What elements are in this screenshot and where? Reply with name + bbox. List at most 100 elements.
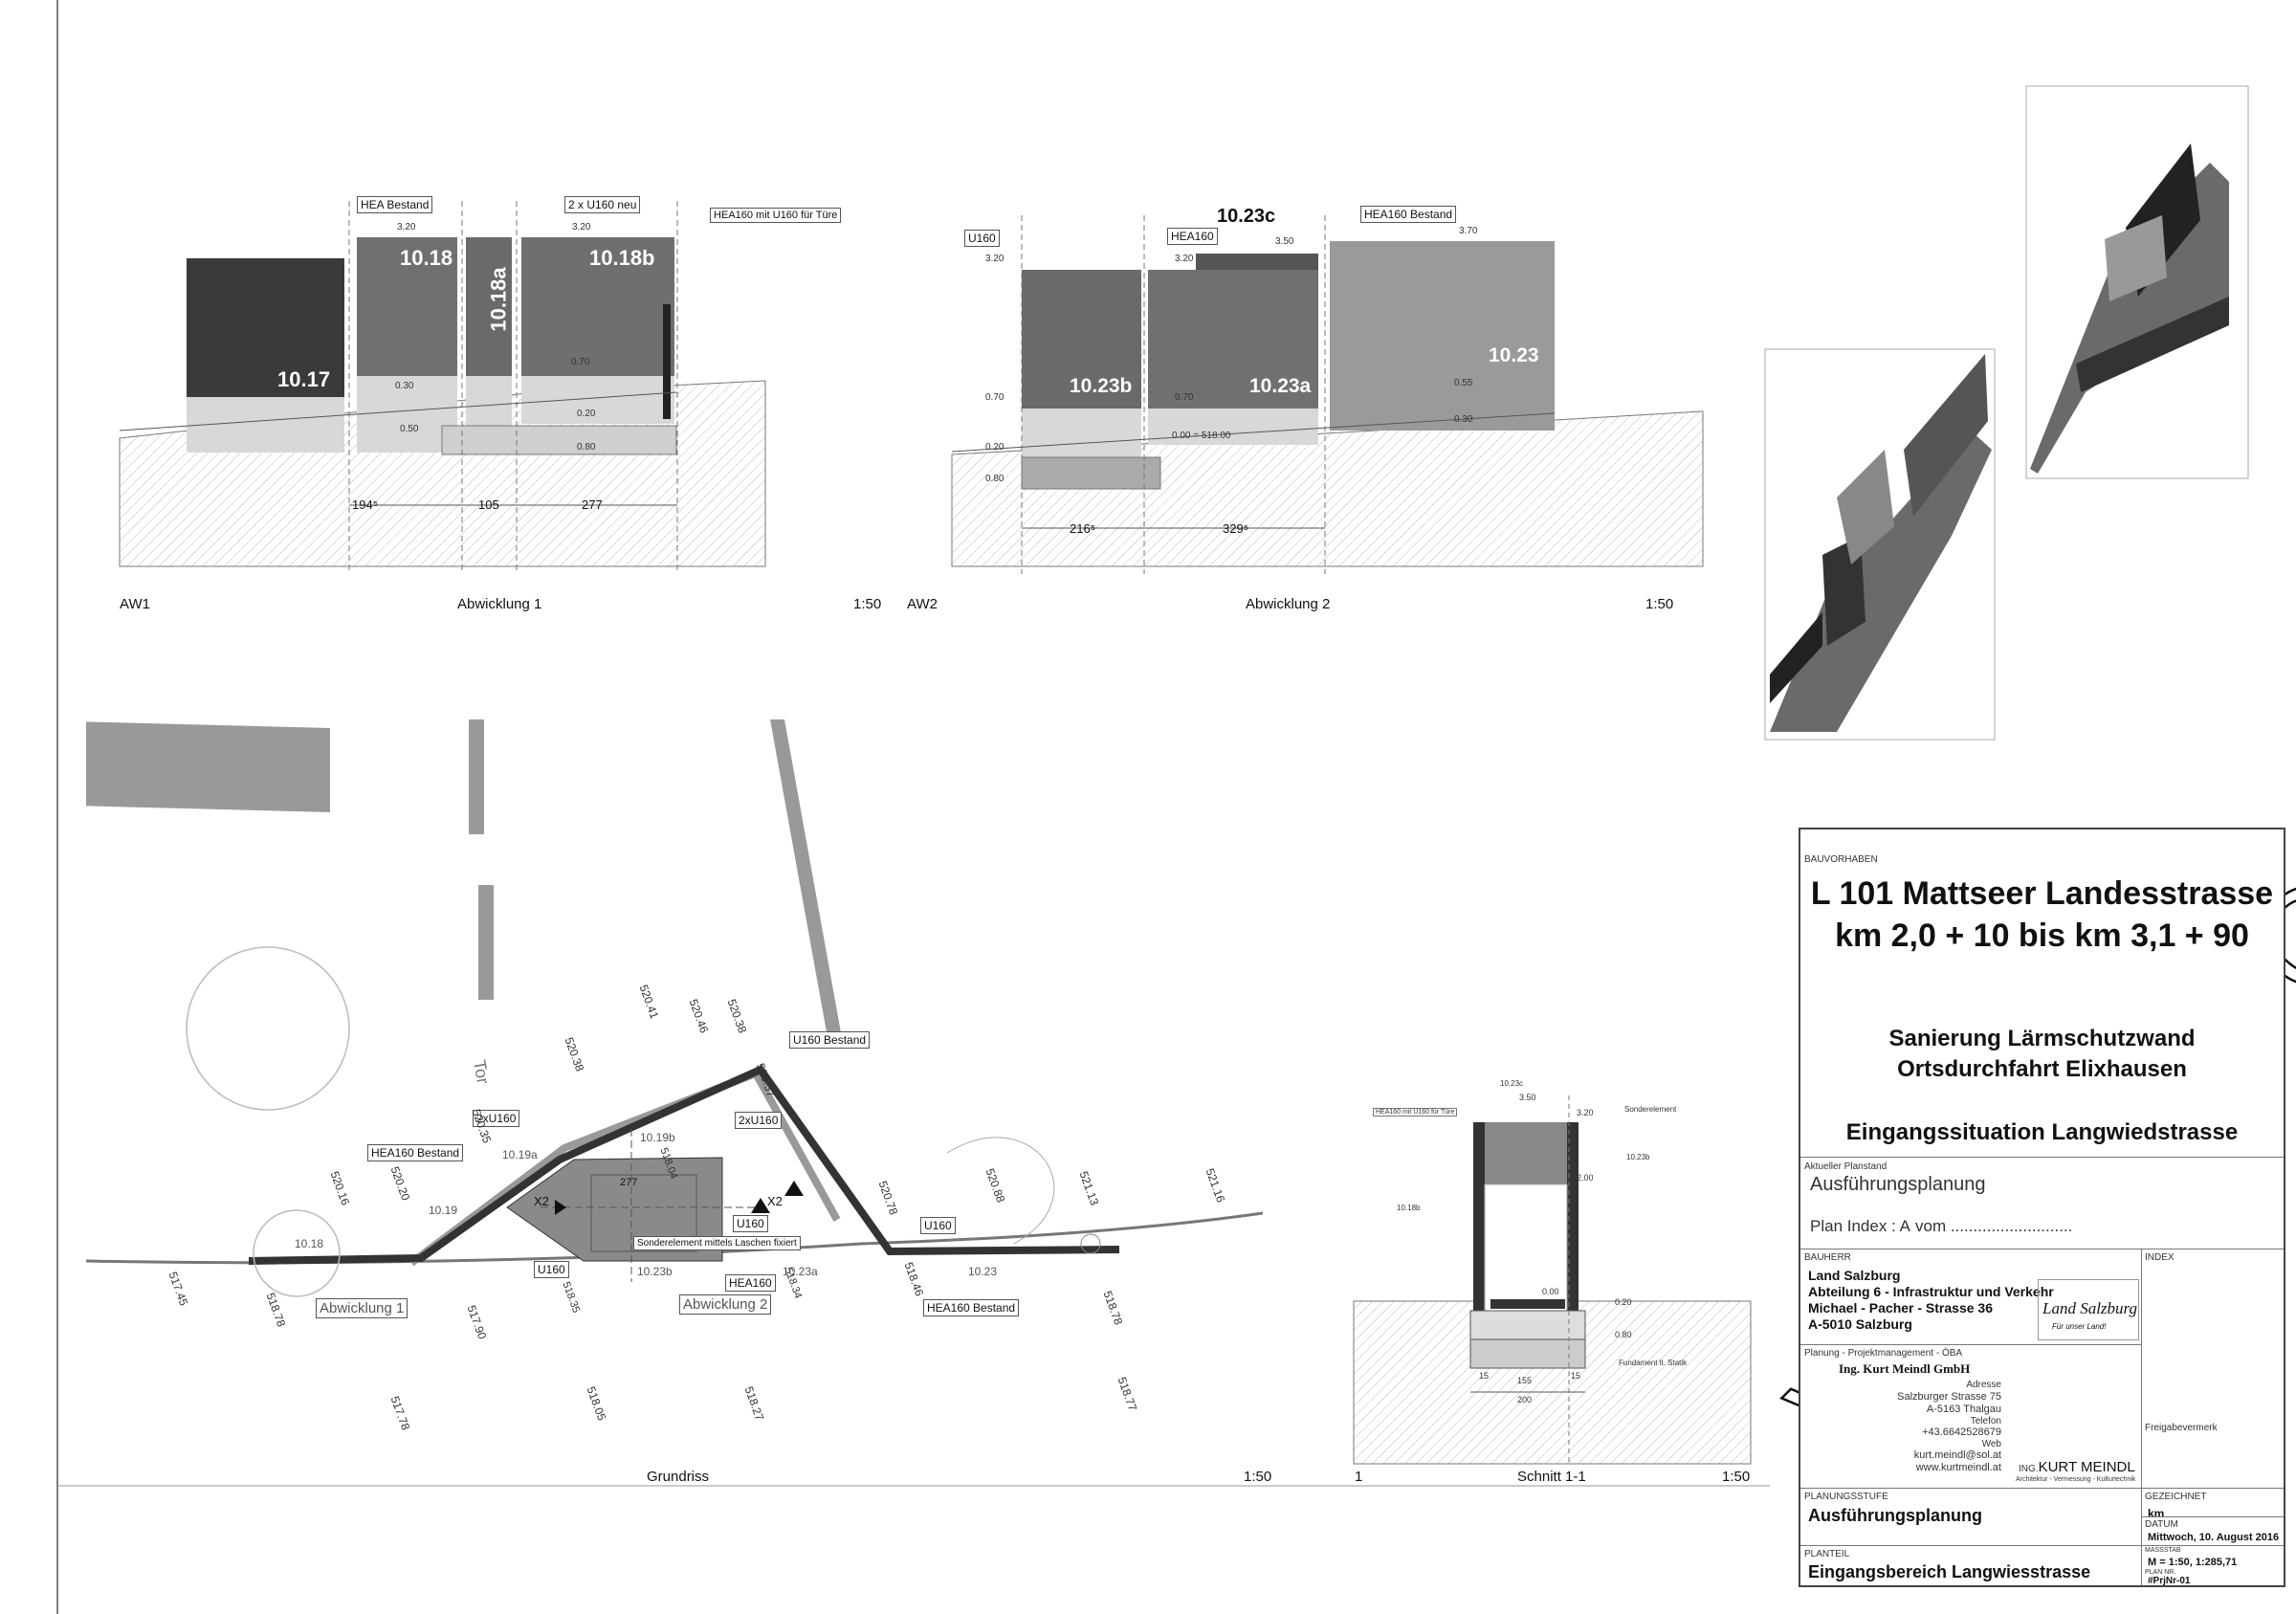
plan-abwicklung-2: Abwicklung 2 xyxy=(679,1294,772,1315)
aw1-drawing xyxy=(119,201,766,574)
aw1-elev-4: 0.70 xyxy=(571,357,590,367)
label-10-23b: 10.23b xyxy=(1070,375,1133,397)
tb-planstand-caption: Aktueller Planstand xyxy=(1804,1161,1888,1172)
tb-office-4: A-5163 Thalgau xyxy=(1926,1404,2001,1415)
tb-bauvorhaben-caption: BAUVORHABEN xyxy=(1804,854,1878,865)
plan-10-19: 10.19 xyxy=(429,1204,458,1217)
kurtmeindl-logo-text: ING.KURT MEINDL xyxy=(2019,1459,2135,1475)
aw2-elev-2: 3.20 xyxy=(1175,254,1194,264)
aw1-elev-1: 3.20 xyxy=(397,222,416,232)
panel-10-23a xyxy=(1148,270,1318,409)
logo-land-text: Land Salzburg xyxy=(2042,1299,2138,1317)
kurtmeindl-logo-sub: Architektur - Vermessung - Kulturtechnik xyxy=(2016,1476,2136,1483)
schnitt-drawing xyxy=(1353,1095,1752,1465)
tb-office-9: www.kurtmeindl.at xyxy=(1915,1462,2001,1473)
aw2-u160: U160 xyxy=(964,230,1000,247)
panel-10-17 xyxy=(187,258,344,397)
panel-10-23c xyxy=(1196,254,1318,270)
tb-freigabe-caption: Freigabevermerk xyxy=(2145,1423,2218,1433)
plan-10-23a: 10.23a xyxy=(783,1265,818,1278)
grundriss-title: Grundriss xyxy=(647,1469,710,1485)
tb-datum: Mittwoch, 10. August 2016 xyxy=(2148,1532,2280,1543)
schnitt-elev-000: 0.00 xyxy=(1542,1287,1559,1296)
schnitt-code: 1 xyxy=(1355,1469,1363,1485)
logo-km-pre: ING. xyxy=(2019,1464,2039,1474)
aw2-elev-8: 0.70 xyxy=(1175,392,1194,403)
plan-u160-bestand: U160 Bestand xyxy=(789,1031,871,1049)
label-10-18b: 10.18b xyxy=(589,246,655,270)
aw2-elev-6: 0.20 xyxy=(985,442,1004,453)
aw2-elev-5: 0.70 xyxy=(985,392,1004,403)
tb-office-5: Telefon xyxy=(1970,1416,2001,1426)
aw1-elev-5: 0.20 xyxy=(577,409,596,419)
aw2-dim-2: 329⁵ xyxy=(1223,521,1249,536)
tb-planteil-caption: PLANTEIL xyxy=(1804,1549,1850,1559)
tb-office-2: Adresse xyxy=(1966,1380,2001,1390)
panel-10-18a xyxy=(466,237,512,376)
label-10-23: 10.23 xyxy=(1489,344,1539,366)
panel-10-18b xyxy=(521,237,674,376)
tb-gezeichnet: km xyxy=(2148,1507,2165,1520)
aw2-hea160-bestand: HEA160 Bestand xyxy=(1360,206,1457,223)
schnitt-elev-350: 3.50 xyxy=(1519,1093,1536,1102)
tb-plan-index: Plan Index : A xyxy=(1810,1217,1910,1235)
schnitt-elev-320: 3.20 xyxy=(1577,1108,1594,1117)
tb-client-2: Abteilung 6 - Infrastruktur und Verkehr xyxy=(1808,1284,2054,1299)
plan-x2-b: X2 xyxy=(767,1194,783,1208)
tb-sub-line1: Sanierung Lärmschutzwand xyxy=(1888,1026,2196,1051)
schnitt-10-18b: 10.18b xyxy=(1397,1204,1421,1212)
aw1-hea-bestand: HEA Bestand xyxy=(357,196,433,213)
plan-hea160-bestand-b: HEA160 Bestand xyxy=(923,1299,1020,1316)
schnitt-title: Schnitt 1-1 xyxy=(1517,1469,1586,1485)
logo-land-sub: Für unser Land! xyxy=(2052,1322,2107,1331)
aw2-hea160: HEA160 xyxy=(1167,228,1218,245)
aw2-elev-9: 0.55 xyxy=(1454,378,1473,388)
tb-sub-line2: Ortsdurchfahrt Elixhausen xyxy=(1897,1056,2187,1082)
plan-dim-277: 277 xyxy=(620,1177,638,1188)
label-10-17: 10.17 xyxy=(277,367,331,391)
plan-2xu160-a: 2xU160 xyxy=(473,1110,520,1127)
tb-project-line1: L 101 Mattseer Landesstrasse xyxy=(1810,875,2274,912)
tb-planstand: Ausführungsplanung xyxy=(1810,1174,1986,1195)
tb-project-line2: km 2,0 + 10 bis km 3,1 + 90 xyxy=(1835,918,2249,954)
panel-10-23 xyxy=(1330,241,1555,431)
aw2-elev-4: 3.70 xyxy=(1459,226,1478,236)
aw1-elev-3: 0.30 xyxy=(395,381,414,391)
schnitt-sonderelement: Sonderelement xyxy=(1624,1105,1677,1114)
schnitt-hea160-u160: HEA160 mit U160 für Türe xyxy=(1373,1108,1458,1117)
schnitt-elev-020: 0.20 xyxy=(1615,1297,1632,1307)
aw2-dim-1: 216⁵ xyxy=(1070,521,1096,536)
panel-10-23b xyxy=(1022,270,1141,409)
schnitt-width-15a: 15 xyxy=(1479,1371,1490,1381)
plan-10-19a: 10.19a xyxy=(502,1148,538,1161)
label-10-23a: 10.23a xyxy=(1249,375,1312,397)
aw1-dim-1: 194⁵ xyxy=(352,497,379,512)
plan-u160-a: U160 xyxy=(733,1215,768,1232)
aw2-elev-10: 0.30 xyxy=(1454,414,1473,425)
tb-client-1: Land Salzburg xyxy=(1808,1268,1901,1283)
label-10-18: 10.18 xyxy=(400,246,453,270)
schnitt-width-15b: 15 xyxy=(1571,1371,1581,1381)
aw1-elev-7: 0.80 xyxy=(577,442,596,453)
aw2-elev-3: 3.50 xyxy=(1275,236,1294,247)
tb-index-caption: INDEX xyxy=(2145,1252,2175,1263)
tb-office-3: Salzburger Strasse 75 xyxy=(1897,1391,2001,1403)
tb-bauherr-caption: BAUHERR xyxy=(1804,1252,1851,1263)
aw2-scale: 1:50 xyxy=(1645,596,1674,612)
tb-datum-caption: DATUM xyxy=(2145,1519,2178,1530)
schnitt-width-200: 200 xyxy=(1517,1395,1533,1404)
tb-client-4: A-5010 Salzburg xyxy=(1808,1316,1912,1332)
tb-office-6: +43.6642528679 xyxy=(1922,1426,2001,1438)
plan-10-19b: 10.19b xyxy=(640,1131,675,1144)
perspective-view-1 xyxy=(1764,348,1996,741)
aw2-elev-7: 0.80 xyxy=(985,474,1004,484)
plan-u160-b: U160 xyxy=(920,1217,956,1234)
aw2-drawing xyxy=(951,215,1704,574)
tb-office-1: Ing. Kurt Meindl GmbH xyxy=(1839,1361,1971,1376)
plan-u160-c: U160 xyxy=(534,1261,569,1278)
schnitt-elev-080: 0.80 xyxy=(1615,1330,1632,1339)
schnitt-width-155: 155 xyxy=(1517,1376,1533,1385)
grundriss-scale: 1:50 xyxy=(1244,1469,1272,1485)
plan-hea160: HEA160 xyxy=(725,1274,776,1292)
schnitt-scale: 1:50 xyxy=(1722,1469,1751,1485)
